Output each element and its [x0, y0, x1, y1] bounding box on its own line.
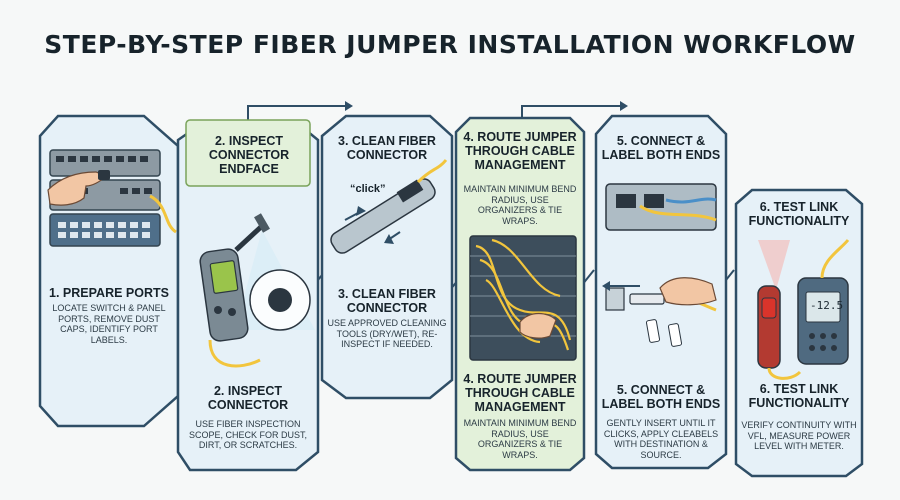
vfl-meter-icon [757, 239, 850, 380]
hand-icon [519, 312, 557, 339]
step-2-top-heading: 2. INSPECT CONNECTOR ENDFACE [208, 134, 290, 176]
step-card-4 [454, 116, 586, 472]
arrow-top-2-3 [247, 105, 345, 122]
step-3-top-heading: 3. CLEAN FIBER CONNECTOR [338, 134, 436, 162]
step-1-heading: 1. PREPARE PORTS [49, 286, 169, 300]
step-card-5 [594, 114, 728, 470]
hand-icon [47, 171, 108, 206]
step-3-description: USE APPROVED CLEANING TOOLS (DRY/WET), R… [327, 318, 447, 349]
hand-icon [659, 277, 717, 306]
meter-reading: -12.5 [810, 299, 844, 312]
step-card-6 [734, 188, 864, 478]
step-5-heading: 5. CONNECT & LABEL BOTH ENDS [601, 383, 721, 411]
step-card-3 [320, 114, 454, 400]
step-2-heading: 2. INSPECT CONNECTOR [207, 384, 289, 412]
step-6-description: VERIFY CONTINUITY WITH VFL, MEASURE POWE… [741, 420, 857, 451]
cable-rack-icon [469, 235, 577, 361]
step-4-top-heading: 4. ROUTE JUMPER THROUGH CABLE MANAGEMENT [463, 130, 577, 172]
inspection-scope-icon [199, 213, 315, 368]
step-5-description: GENTLY INSERT UNTIL IT CLICKS, APPLY CLE… [603, 418, 719, 460]
step-4-top-description: MAINTAIN MINIMUM BEND RADIUS, USE ORGANI… [463, 184, 577, 226]
port-connect-icon [602, 183, 717, 347]
step-card-1 [38, 114, 180, 428]
step-6-top-heading: 6. TEST LINK FUNCTIONALITY [748, 200, 850, 228]
arrow-top-4-5 [521, 105, 620, 122]
step-6-heading: 6. TEST LINK FUNCTIONALITY [748, 382, 850, 410]
step-4-description: MAINTAIN MINIMUM BEND RADIUS, USE ORGANI… [463, 418, 577, 460]
step-5-top-heading: 5. CONNECT & LABEL BOTH ENDS [601, 134, 721, 162]
click-callout: “click” [350, 183, 386, 195]
step-3-heading: 3. CLEAN FIBER CONNECTOR [338, 287, 436, 315]
cleaning-tool-icon [330, 159, 448, 254]
page-title: STEP-BY-STEP FIBER JUMPER INSTALLATION W… [44, 30, 856, 59]
switch-panel-icon [47, 149, 177, 247]
step-card-2 [176, 119, 320, 472]
step-2-description: USE FIBER INSPECTION SCOPE, CHECK FOR DU… [188, 419, 307, 450]
step-1-description: LOCATE SWITCH & PANEL PORTS, REMOVE DUST… [52, 303, 166, 345]
step-4-heading: 4. ROUTE JUMPER THROUGH CABLE MANAGEMENT [463, 372, 577, 414]
